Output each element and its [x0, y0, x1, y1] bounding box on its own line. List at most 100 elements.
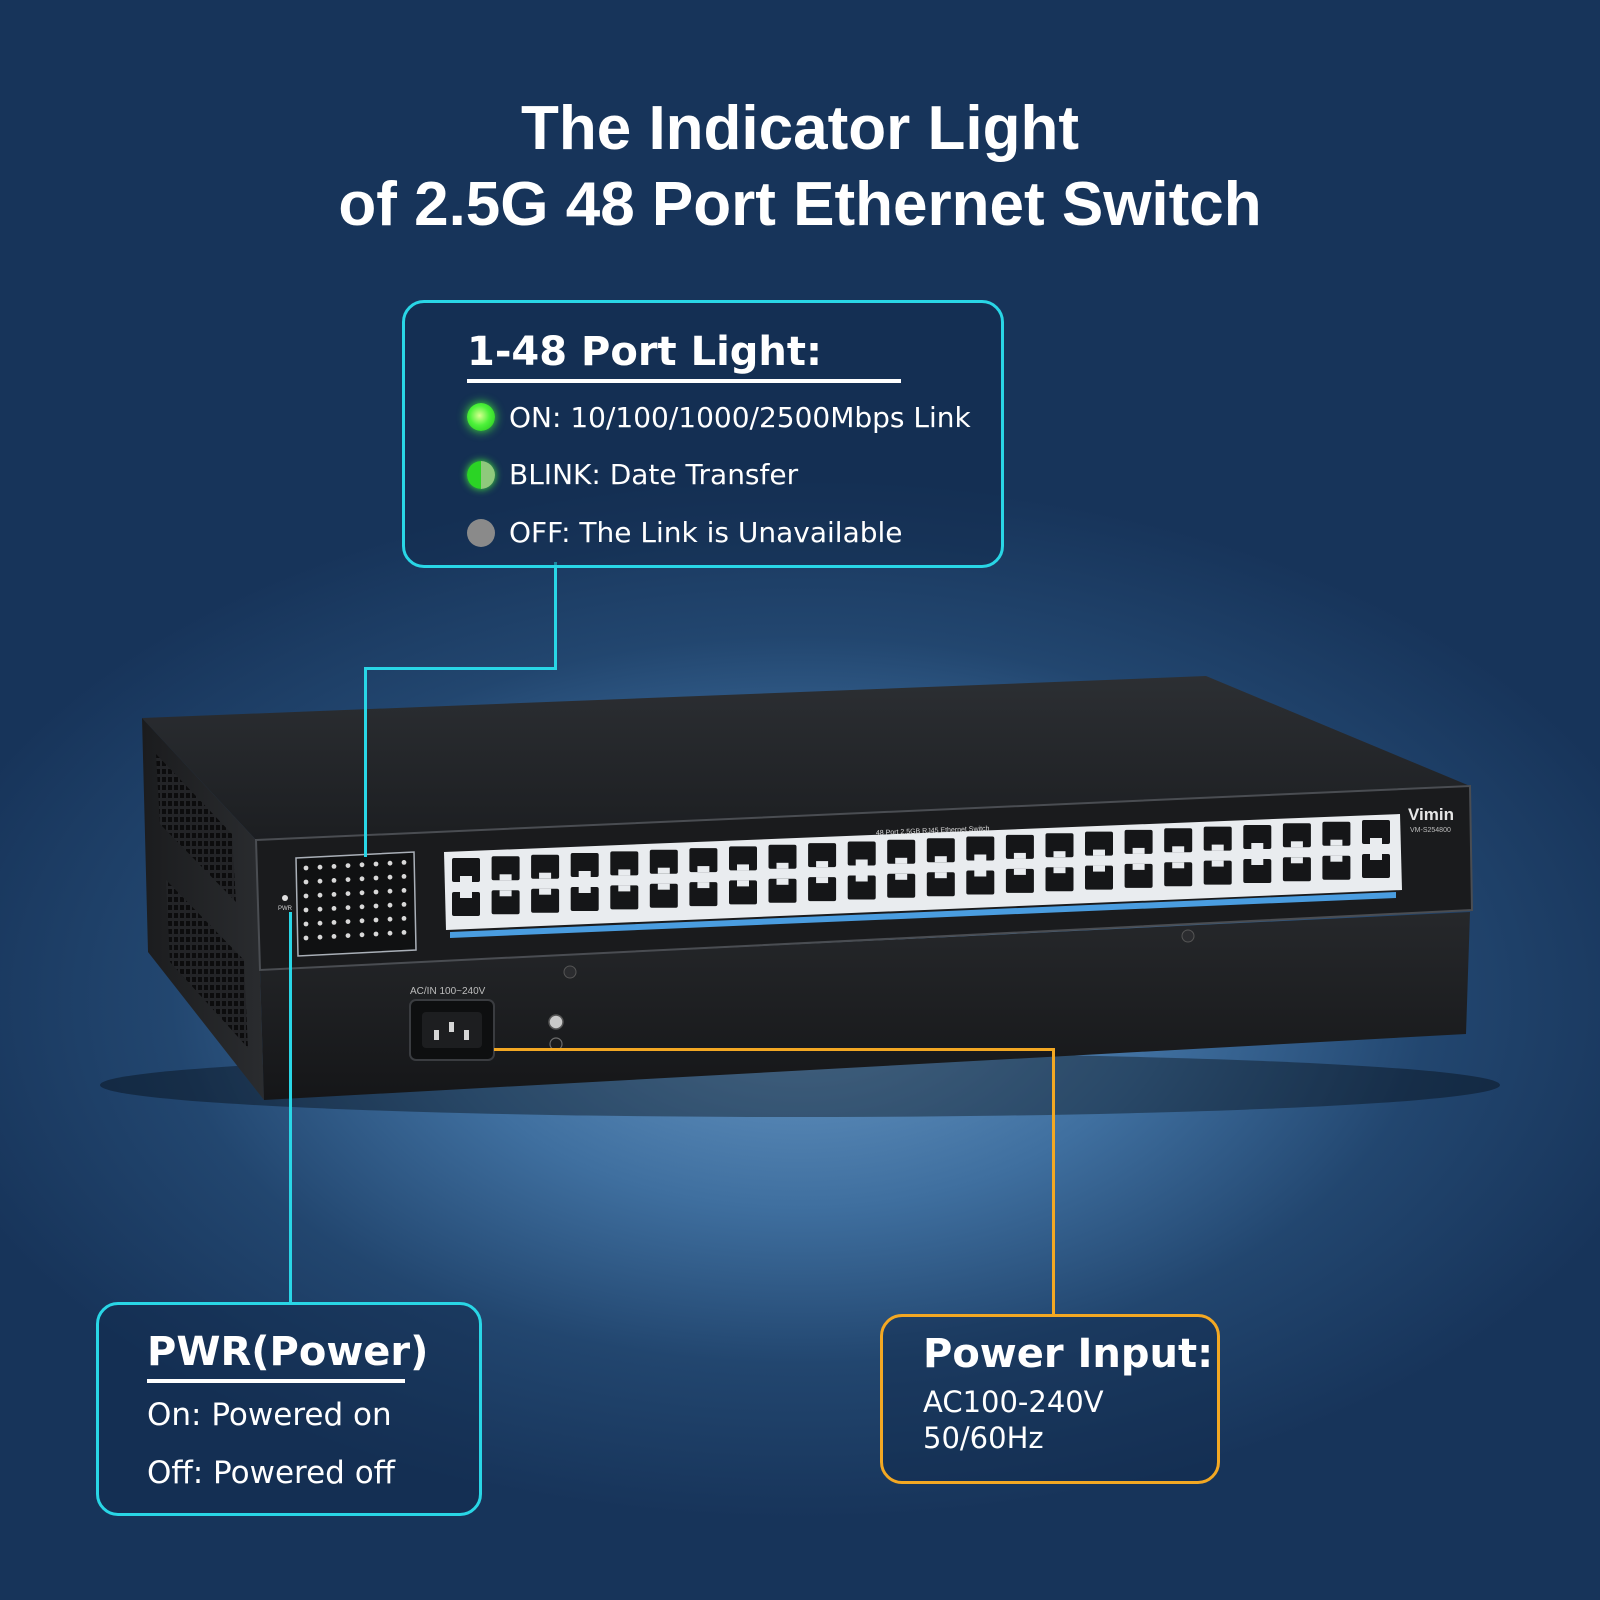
rj45-port [1085, 865, 1113, 890]
port-led-dot [359, 904, 365, 910]
connector-port-down [364, 667, 367, 857]
rj45-port-latch [1370, 854, 1382, 860]
port-led-dot [331, 906, 337, 911]
rj45-port-latch [539, 872, 552, 879]
rj45-port-latch [1251, 859, 1264, 865]
rj45-port-latch [697, 866, 710, 873]
front-model-label: 48 Port 2.5GB RJ45 Ethernet Switch [876, 825, 990, 837]
socket-pin-right [464, 1030, 469, 1040]
rj45-port [1164, 828, 1193, 853]
rj45-port [570, 887, 599, 911]
port-led-dot [331, 892, 337, 897]
rj45-port [610, 851, 639, 876]
port-led-dot [401, 860, 407, 865]
rj45-port-latch [974, 870, 987, 877]
rj45-port-latch [816, 877, 829, 884]
port-led-dots [303, 860, 407, 941]
rj45-port [768, 844, 797, 869]
port-led-dot [401, 916, 407, 921]
port-led-dot [331, 878, 337, 883]
rj45-port-latch [855, 859, 868, 866]
connector-input-vertical [1052, 1048, 1055, 1314]
rj45-port [847, 841, 876, 866]
rj45-port [1124, 829, 1153, 854]
pwr-off-text: Off: Powered off [147, 1455, 396, 1491]
rj45-port [452, 892, 480, 916]
rj45-ports [452, 820, 1390, 916]
port-light-callout: 1-48 Port Light: ON: 10/100/1000/2500Mbp… [402, 300, 1004, 568]
rj45-port-latch [539, 888, 552, 895]
port-light-underline [467, 379, 901, 383]
pwr-callout: PWR(Power) On: Powered on Off: Powered o… [96, 1302, 482, 1516]
rj45-port-latch [1330, 839, 1343, 846]
port-led-dot [387, 888, 393, 894]
port-led-dot [331, 864, 337, 869]
port-led-dot [387, 902, 393, 908]
port-led-dot [317, 934, 323, 940]
rj45-port [689, 848, 718, 873]
connector-port-vertical [554, 562, 557, 670]
rj45-port [887, 873, 916, 898]
rj45-port-latch [1330, 855, 1343, 862]
rj45-port [1362, 820, 1390, 844]
rj45-port-latch [657, 867, 670, 874]
port-led-dot [317, 864, 323, 870]
port-light-off-text: OFF: The Link is Unavailable [509, 516, 903, 549]
port-led-dot [359, 876, 365, 882]
port-led-dot [317, 878, 323, 884]
port-led-dot [401, 930, 407, 935]
port-led-dot [387, 874, 393, 880]
rj45-port-latch [1093, 849, 1105, 856]
pwr-on-text: On: Powered on [147, 1397, 392, 1433]
left-vents-upper [156, 754, 236, 902]
port-led-dot [345, 863, 351, 868]
port-led-dot [359, 918, 365, 924]
port-led-dot [359, 862, 365, 868]
port-led-dot [387, 930, 393, 936]
rj45-port [926, 872, 955, 897]
port-led-dot [345, 919, 351, 924]
rj45-port-latch [460, 892, 472, 898]
rj45-port [531, 854, 560, 879]
port-bank [444, 814, 1402, 930]
connector-port-horizontal [364, 667, 557, 670]
device-base-front [260, 912, 1470, 1100]
rj45-port-latch [737, 864, 749, 871]
rj45-port-latch [1013, 868, 1026, 875]
rj45-port [491, 856, 520, 881]
rj45-port-latch [1370, 838, 1382, 844]
rj45-port [1322, 855, 1351, 880]
rj45-port-latch [895, 873, 908, 880]
port-led-dot [303, 907, 309, 913]
rj45-port [1203, 860, 1232, 885]
socket-pin-ground [449, 1022, 454, 1032]
rj45-port [531, 888, 560, 913]
rj45-port [1124, 863, 1153, 888]
pwr-led [282, 895, 288, 901]
rj45-port-latch [1172, 846, 1185, 853]
rj45-port-latch [855, 875, 868, 882]
model-number: VM-S254800 [1410, 827, 1451, 834]
power-socket-label: AC/IN 100~240V [410, 986, 486, 997]
port-led-dot [303, 893, 309, 899]
rj45-port-latch [460, 876, 472, 882]
port-led-dot [373, 875, 379, 881]
port-led-dot [401, 902, 407, 907]
rj45-port [887, 839, 916, 864]
rj45-port [768, 878, 797, 903]
rj45-port [1362, 854, 1390, 878]
page-title-line2: of 2.5G 48 Port Ethernet Switch [338, 170, 1262, 239]
rj45-port-latch [1290, 857, 1303, 864]
rj45-port-latch [1013, 852, 1026, 859]
rj45-port [1282, 823, 1311, 848]
led-matrix-panel [295, 851, 417, 957]
rj45-port [610, 885, 639, 910]
port-led-dot [331, 920, 337, 925]
port-led-dot [373, 917, 379, 923]
power-input-callout: Power Input: AC100-240V 50/60Hz [880, 1314, 1220, 1484]
rj45-port [847, 875, 876, 900]
port-led-dot [373, 903, 379, 909]
pwr-heading: PWR(Power) [147, 1329, 429, 1375]
led-on-icon [467, 403, 495, 431]
